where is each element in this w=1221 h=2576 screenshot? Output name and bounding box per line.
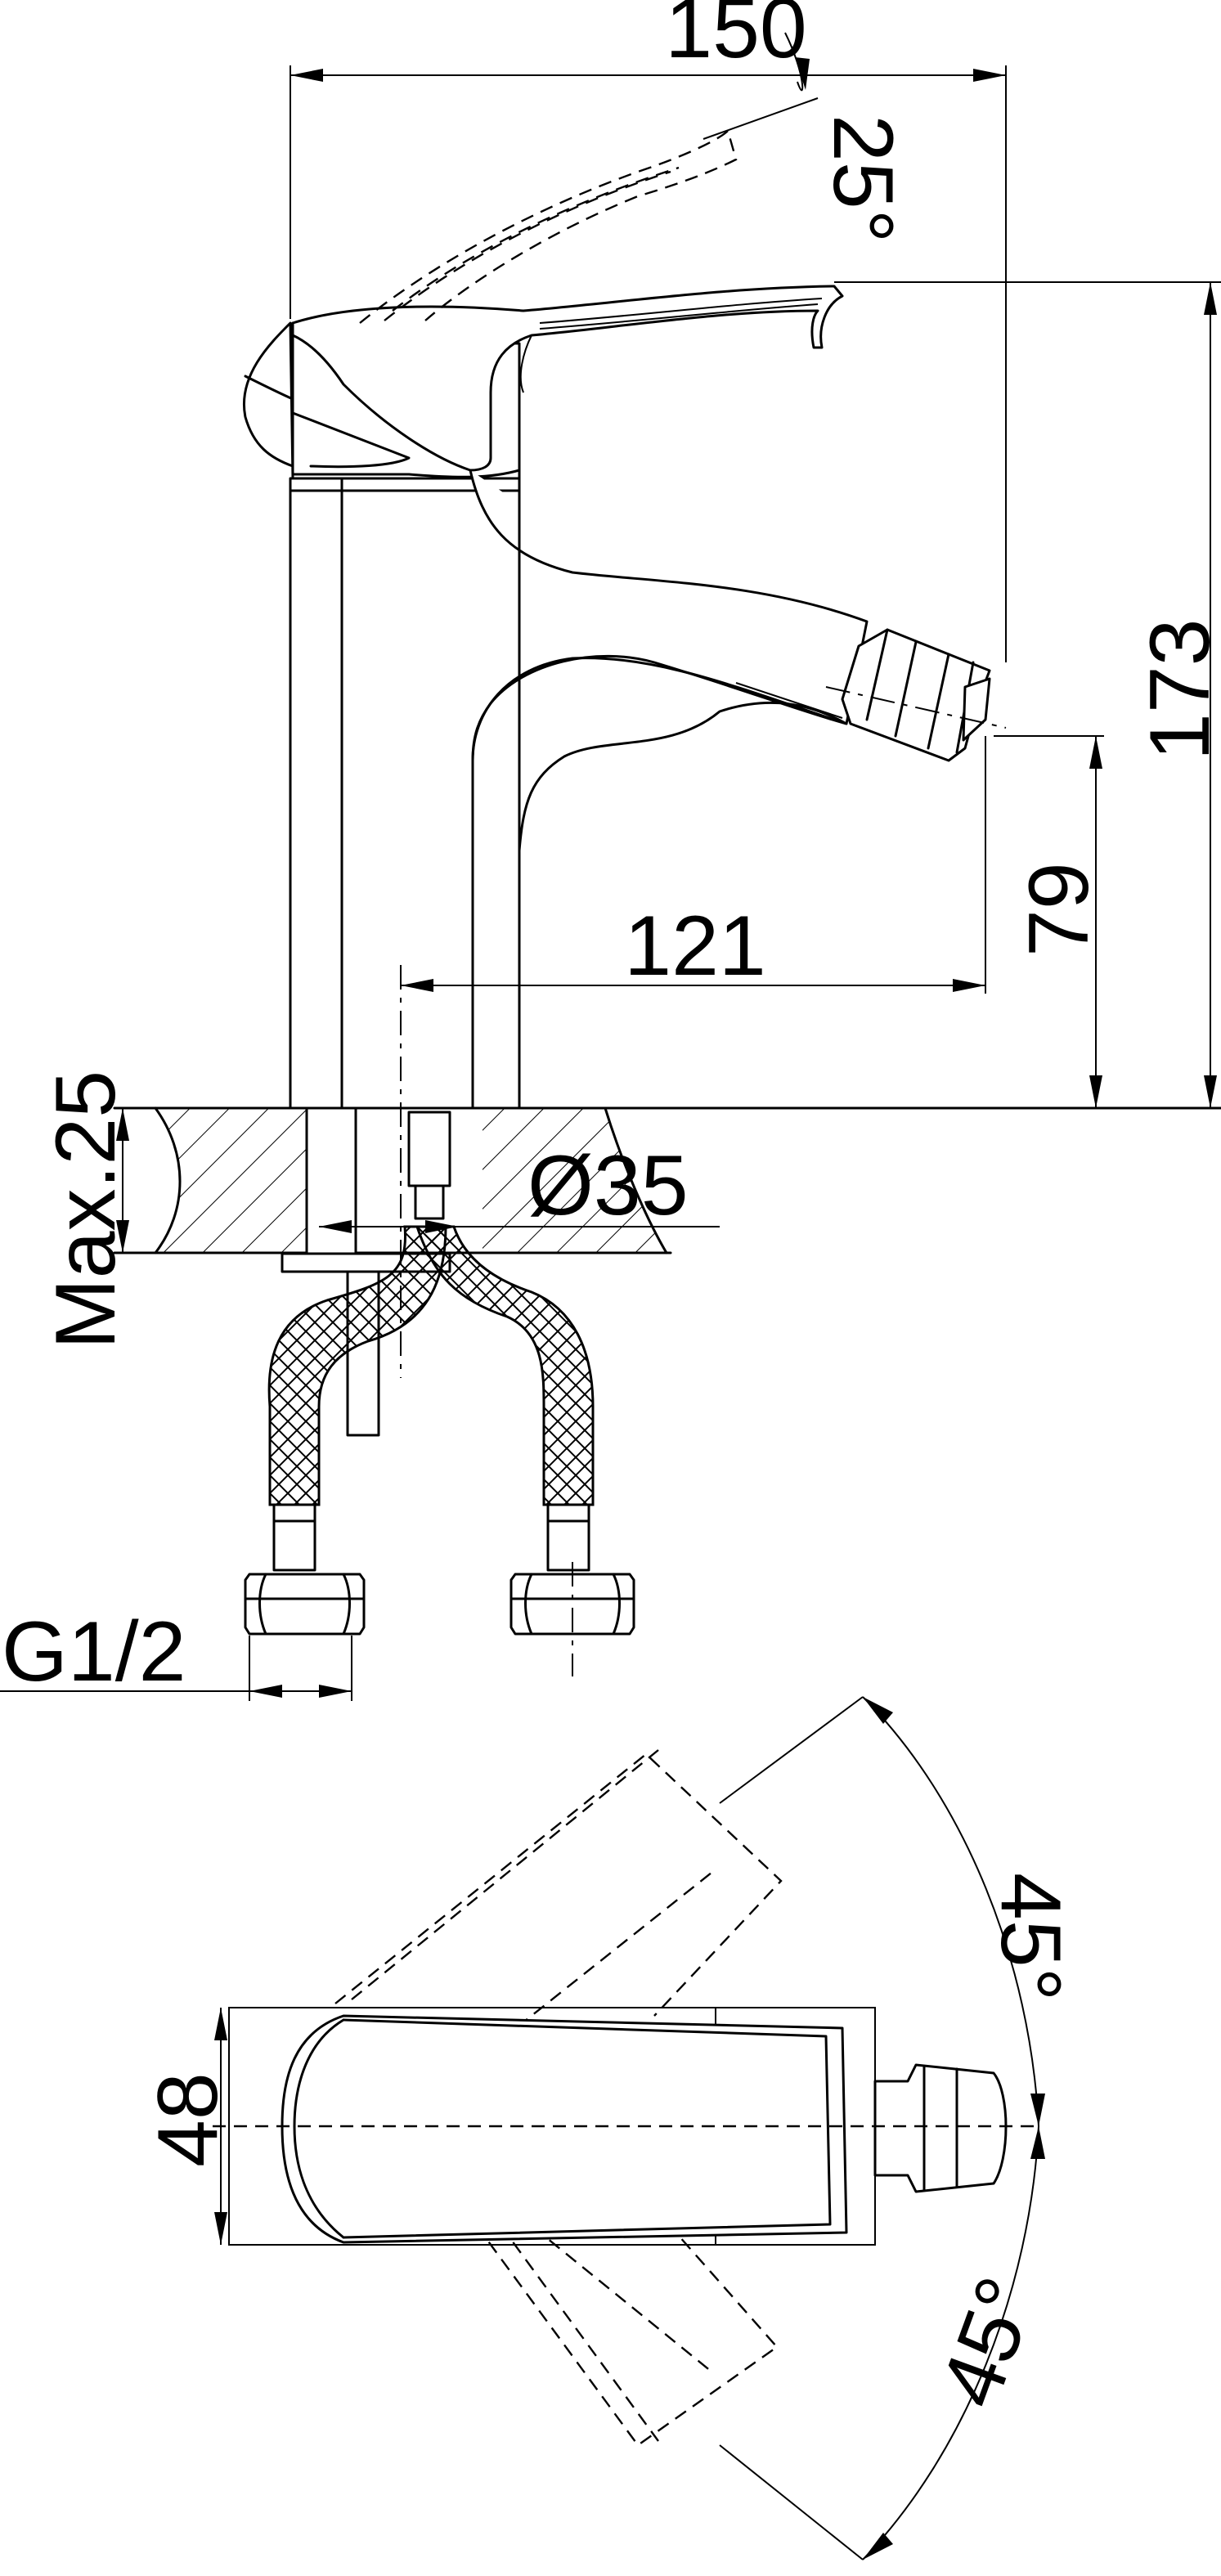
dim-79: 79	[994, 735, 1107, 1108]
dim-173: 173	[846, 281, 1221, 1108]
dim-max25: Max.25	[38, 1070, 133, 1349]
spout	[469, 469, 869, 1110]
nozzle	[825, 628, 1007, 762]
lever-closed	[291, 285, 844, 472]
dim-45-lower-label: 45°	[922, 2265, 1056, 2418]
dim-25deg: 25°	[703, 32, 1006, 283]
dim-150-label: 150	[665, 0, 807, 76]
dim-121: 121	[401, 736, 986, 994]
nut-right	[509, 1562, 635, 1676]
dim-diameter-35: Ø35	[319, 1138, 720, 1233]
nut-left	[244, 1573, 366, 1636]
dim-48: 48	[141, 2008, 236, 2245]
dim-max25-label: Max.25	[38, 1070, 133, 1349]
dim-150: 150	[290, 0, 1007, 662]
dim-25deg-label: 25°	[815, 114, 910, 243]
dim-diameter-35-label: Ø35	[527, 1138, 689, 1233]
dim-48-label: 48	[141, 2072, 236, 2167]
dim-121-label: 121	[624, 899, 766, 994]
dim-173-label: 173	[1133, 618, 1221, 761]
dim-45-upper: 45°	[719, 1696, 1078, 2127]
top-view: 48 45° 45°	[141, 1696, 1078, 2560]
inlet-fittings	[281, 965, 451, 1437]
dim-g12-label: G1/2	[2, 1604, 186, 1699]
dim-g12: G1/2	[0, 1604, 352, 1701]
dim-79-label: 79	[1012, 862, 1107, 957]
dim-45-upper-label: 45°	[983, 1873, 1078, 2001]
braided-hoses	[267, 1225, 595, 1572]
lever-raised	[359, 128, 738, 324]
side-view: 150 25° 173 79 121	[0, 0, 1221, 1701]
